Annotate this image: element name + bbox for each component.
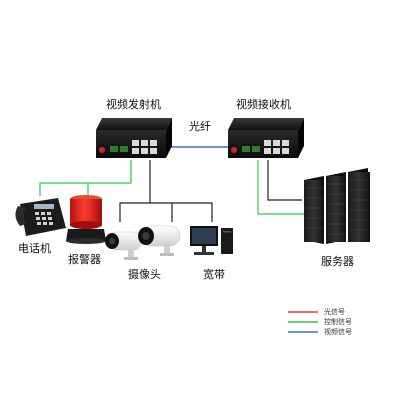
legend-label-optical: 光信号: [324, 308, 345, 316]
transmitter-label: 视频发射机: [106, 98, 161, 111]
telephone-icon: [15, 198, 66, 236]
server-rack-icon: [304, 168, 370, 244]
transmitter-device: [96, 118, 172, 158]
fiber-label: 光纤: [189, 120, 211, 133]
legend-label-control: 控制信号: [324, 318, 352, 326]
ethernet-line-server: [267, 160, 302, 201]
camera-icon-left: [105, 231, 143, 260]
computer-icon: [190, 226, 233, 255]
alarm-label: 报警器: [68, 253, 101, 266]
alarm-icon: [66, 195, 106, 244]
control-line-server: [257, 160, 312, 215]
broadband-label: 宽带: [203, 268, 225, 281]
receiver-label: 视频接收机: [236, 98, 291, 111]
legend-label-video: 视频信号: [324, 328, 352, 336]
camera-icon-right: [138, 225, 181, 256]
server-label: 服务器: [321, 255, 354, 268]
telephone-label: 电话机: [18, 242, 51, 255]
receiver-device: [228, 118, 304, 158]
ethernet-branch: [119, 202, 213, 222]
camera-label: 摄像头: [128, 268, 161, 281]
control-line-phone: [39, 160, 132, 196]
